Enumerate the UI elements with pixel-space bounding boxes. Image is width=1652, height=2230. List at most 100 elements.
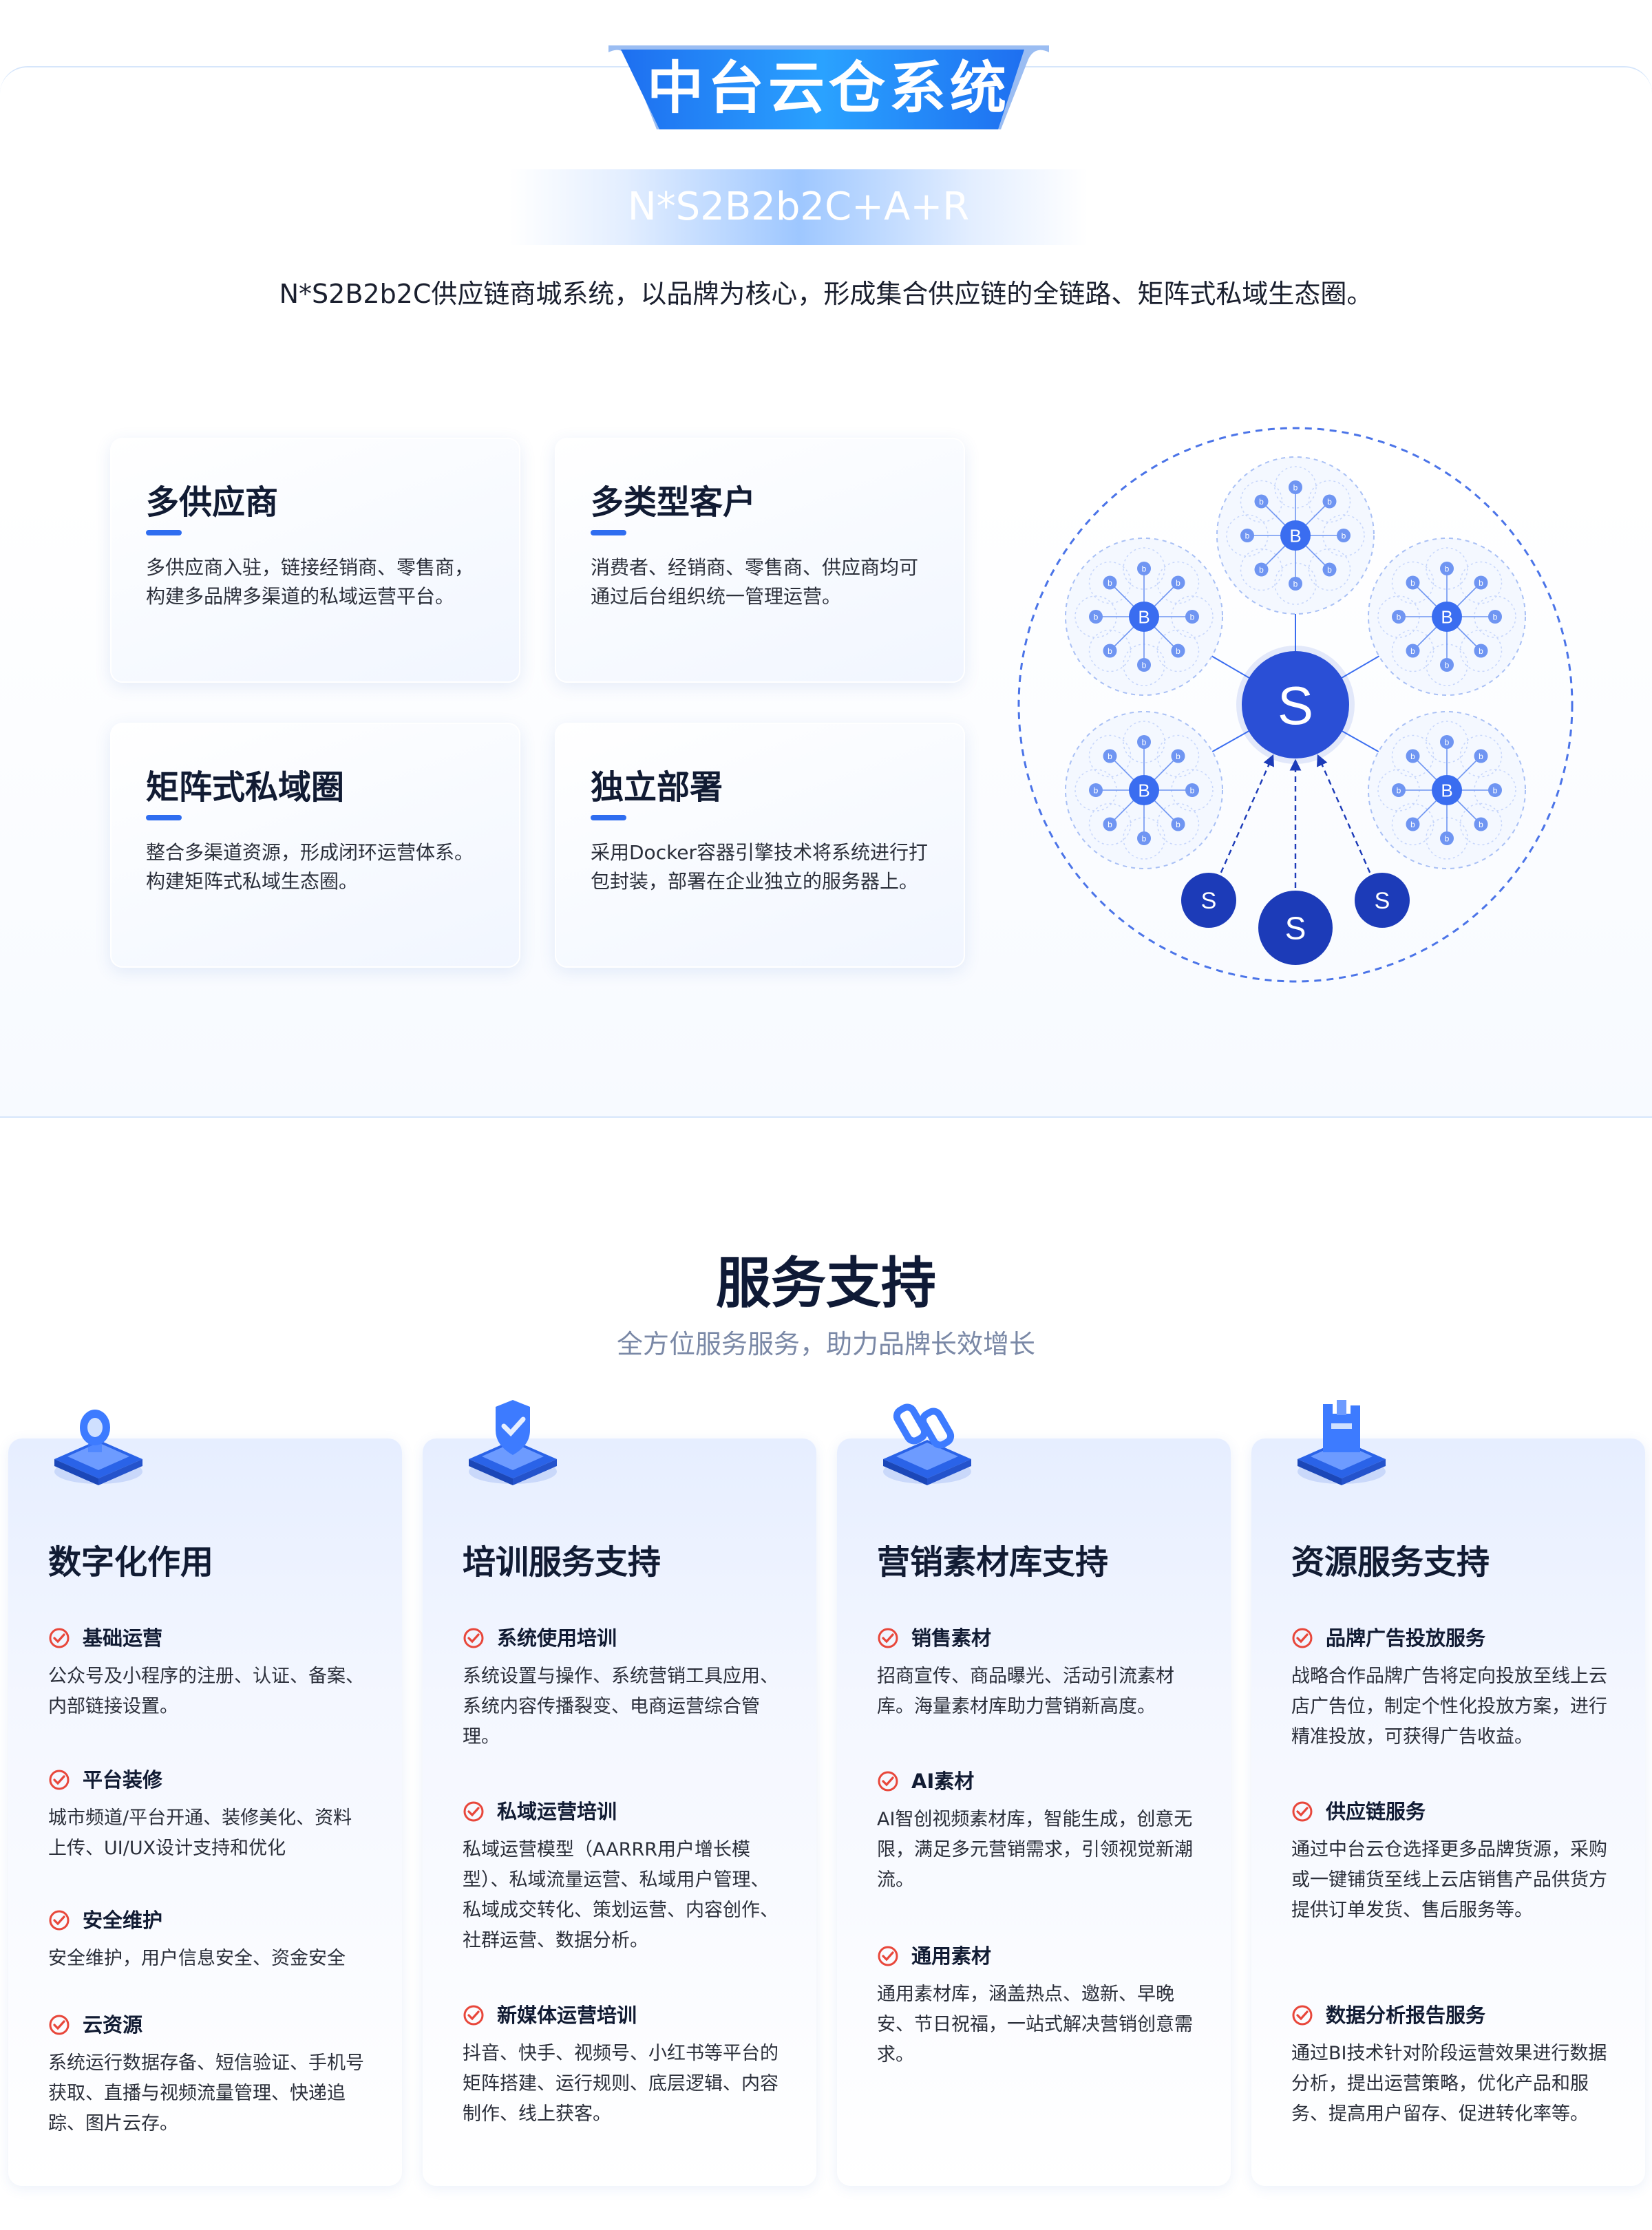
leaf-halo (1123, 721, 1165, 763)
leaf-node (1337, 529, 1351, 542)
service-card-resources: 资源服务支持 品牌广告投放服务 战略合作品牌广告将定向投放至线上云店广告位，制定… (1251, 1400, 1645, 2186)
title-underline (591, 530, 626, 535)
leaf-node-label: b (1259, 565, 1264, 575)
leaf-halo (1171, 769, 1214, 811)
service-item-title: 系统使用培训 (497, 1626, 617, 1650)
leaf-node-label: b (1410, 820, 1415, 829)
supplier-node (1181, 873, 1236, 928)
feature-title: 独立部署 (591, 768, 723, 807)
leaf-node-label: b (1410, 752, 1415, 761)
leaf-node-label: b (1493, 612, 1498, 622)
feature-desc: 采用Docker容器引擎技术将系统进行打包封装，部署在企业独立的服务器上。 (591, 841, 929, 893)
service-item-title: 安全维护 (83, 1909, 163, 1932)
service-card-title: 营销素材库支持 (877, 1543, 1109, 1582)
leaf-node-label: b (1176, 752, 1180, 761)
leaf-node-label: b (1142, 660, 1147, 670)
title-underline (146, 815, 182, 820)
center-node-label: S (1278, 675, 1313, 736)
leaf-node-label: b (1479, 752, 1483, 761)
leaf-node (1254, 494, 1269, 509)
leaf-halo (1274, 466, 1317, 509)
leaf-node-label: b (1327, 565, 1332, 575)
leaf-node-label: b (1397, 612, 1401, 622)
service-item: AI素材 AI智创视频素材库，智能生成，创意无限，满足多元营销需求，引领视觉新潮… (877, 1767, 1194, 1895)
leaf-node (1137, 658, 1151, 672)
branch-node (1280, 520, 1311, 551)
leaf-node-label: b (1445, 833, 1450, 843)
service-item-desc: 公众号及小程序的注册、认证、备案、内部链接设置。 (48, 1666, 364, 1717)
check-circle-icon (463, 1628, 484, 1648)
feature-card-independent-deploy: 独立部署 采用Docker容器引擎技术将系统进行打包封装，部署在企业独立的服务器… (555, 723, 965, 968)
leaf-halo (1474, 595, 1516, 638)
leaf-node (1137, 562, 1151, 575)
leaf-halo (1391, 803, 1434, 846)
service-item: 平台装修 城市频道/平台开通、装修美化、资料上传、UI/UX设计支持和优化 (48, 1766, 365, 1864)
leaf-node (1406, 749, 1420, 763)
supplier-node-label: S (1285, 911, 1306, 946)
leaf-node (1289, 577, 1302, 591)
leaf-node-label: b (1327, 497, 1332, 507)
branch-node (1129, 775, 1159, 805)
feature-desc: 整合多渠道资源，形成闭环运营体系。构建矩阵式私域生态圈。 (146, 841, 474, 893)
service-item: 通用素材 通用素材库，涵盖热点、邀新、早晚安、节日祝福，一站式解决营销创意需求。 (877, 1942, 1194, 2070)
branch-node-label: B (1138, 780, 1150, 800)
leaf-halo (1391, 734, 1434, 778)
shield-check-icon (469, 1400, 557, 1485)
service-card-marketing: 营销素材库支持 销售素材 招商宣传、商品曝光、活动引流素材库。海量素材库助力营销… (837, 1403, 1231, 2186)
service-item: 安全维护 安全维护，用户信息安全、资金安全 (48, 1907, 365, 1974)
branch-node-label: B (1138, 606, 1150, 627)
leaf-node (1440, 831, 1454, 845)
leaf-halo (1156, 803, 1200, 846)
leaf-halo (1426, 547, 1468, 590)
service-item-title: 平台装修 (83, 1768, 163, 1792)
supplier-arrow (1220, 754, 1274, 873)
leaf-node (1322, 494, 1337, 509)
check-circle-icon (49, 1628, 70, 1648)
check-circle-icon (1292, 2005, 1313, 2026)
leaf-node (1474, 817, 1488, 831)
service-card-digital: 数字化作用 基础运营 公众号及小程序的注册、认证、备案、内部链接设置。 平台装修… (8, 1410, 402, 2186)
feature-title: 多供应商 (146, 483, 279, 522)
service-item-desc: 通用素材库，涵盖热点、邀新、早晚安、节日祝福，一站式解决营销创意需求。 (877, 1984, 1193, 2066)
system-title-tab: 中台云仓系统 (608, 45, 1049, 132)
leaf-node (1171, 575, 1185, 590)
leaf-node (1392, 783, 1406, 797)
service-item-title: 品牌广告投放服务 (1326, 1626, 1486, 1650)
leaf-node (1474, 575, 1488, 590)
leaf-node-label: b (1176, 646, 1180, 656)
branch-node-label: B (1441, 780, 1452, 800)
leaf-node (1474, 749, 1488, 763)
service-item-desc: 城市频道/平台开通、装修美化、资料上传、UI/UX设计支持和优化 (48, 1807, 352, 1859)
leaf-halo (1308, 480, 1351, 523)
check-circle-icon (878, 1628, 898, 1648)
leaf-halo (1459, 561, 1503, 604)
service-item-desc: 系统设置与操作、系统营销工具应用、系统内容传播裂变、电商运营综合管理。 (463, 1666, 779, 1748)
service-item-title: 通用素材 (911, 1944, 992, 1968)
leaf-node (1488, 783, 1502, 797)
leaf-node (1392, 610, 1406, 624)
check-circle-icon (878, 1771, 898, 1792)
service-item-desc: 通过BI技术针对阶段运营效果进行数据分析，提出运营策略，优化产品和服务、提高用户… (1291, 2043, 1607, 2125)
leaf-node (1103, 749, 1117, 763)
service-item-title: 销售素材 (911, 1626, 992, 1650)
leaf-node-label: b (1479, 646, 1483, 656)
service-item: 销售素材 招商宣传、商品曝光、活动引流素材库。海量素材库助力营销新高度。 (877, 1624, 1194, 1722)
service-item: 云资源 系统运行数据存备、短信验证、手机号获取、直播与视频流量管理、快递追踪、图… (48, 2011, 365, 2139)
branch-node (1129, 602, 1159, 632)
leaf-node-label: b (1176, 820, 1180, 829)
leaf-halo (1171, 595, 1214, 638)
check-circle-icon (49, 1910, 70, 1931)
service-card-title: 培训服务支持 (463, 1543, 661, 1582)
service-item-desc: AI智创视频素材库，智能生成，创意无限，满足多元营销需求，引领视觉新潮流。 (877, 1809, 1193, 1891)
leaf-node (1185, 783, 1199, 797)
leaf-halo (1156, 734, 1200, 778)
branch-node-label: B (1441, 606, 1452, 627)
leaf-node-label: b (1245, 531, 1250, 540)
leaf-halo (1426, 721, 1468, 763)
building-blocks-icon (1298, 1400, 1386, 1485)
leaf-node (1488, 610, 1502, 624)
service-item-desc: 安全维护，用户信息安全、资金安全 (48, 1948, 346, 1969)
service-item-desc: 系统运行数据存备、短信验证、手机号获取、直播与视频流量管理、快递追踪、图片云存。 (48, 2052, 364, 2134)
leaf-halo (1088, 561, 1132, 604)
